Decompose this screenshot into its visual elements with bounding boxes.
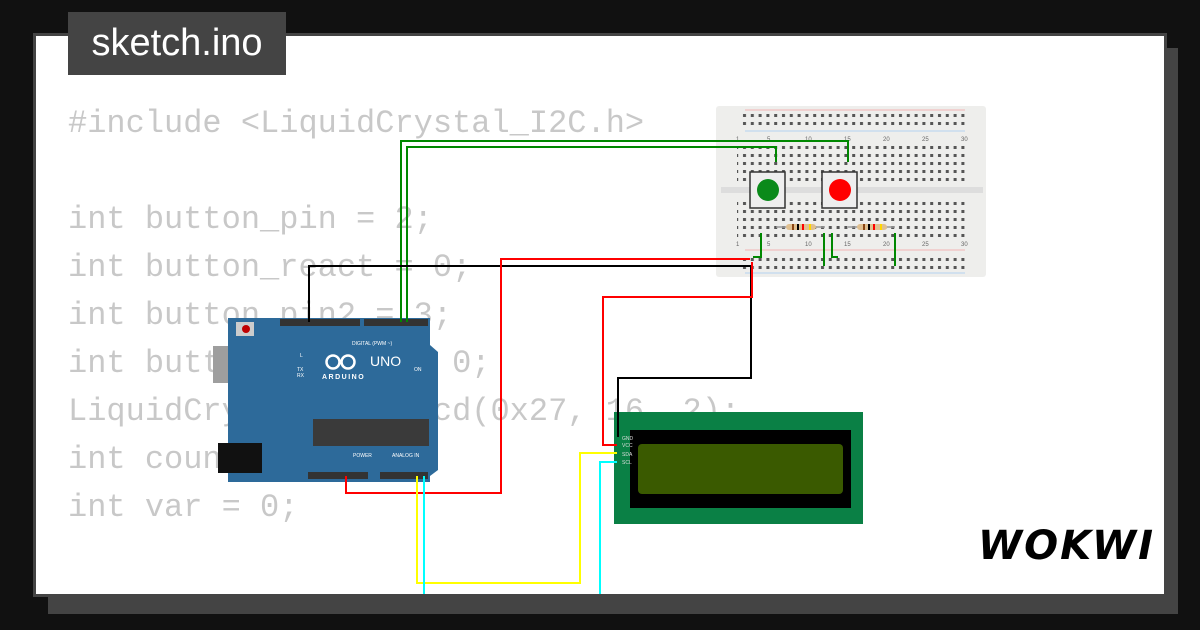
digital-header	[280, 319, 360, 326]
wire-green[interactable]	[400, 140, 849, 322]
analog-header	[380, 472, 428, 479]
bb-col-label: 20	[883, 137, 890, 143]
digital-label: DIGITAL (PWM ~)	[352, 341, 392, 347]
lcd-pin-vcc: VCC	[622, 443, 633, 449]
bb-col-label: 30	[961, 137, 968, 143]
lcd-pin-sda: SDA	[622, 452, 633, 458]
wire-black[interactable]	[308, 265, 752, 437]
wire-cyan[interactable]	[599, 461, 617, 594]
lcd-pin-scl: SCL	[622, 460, 632, 466]
arduino-uno[interactable]: DIGITAL (PWM ~) UNO ARDUINO ON POWER ANA…	[213, 318, 438, 482]
wokwi-logo: WOKWI	[978, 523, 1156, 569]
bb-col-label: 25	[922, 137, 929, 143]
led-label: L	[300, 353, 303, 359]
led-label: RX	[297, 373, 305, 379]
power-header	[308, 472, 368, 479]
power-label: POWER	[353, 453, 372, 459]
code-line: #include <LiquidCrystal_I2C.h>	[68, 105, 645, 142]
pushbutton-red[interactable]	[821, 171, 858, 209]
bb-col-label: 10	[805, 242, 812, 248]
lcd-1602-i2c[interactable]: GND VCC SDA SCL	[614, 412, 863, 524]
reset-button[interactable]	[242, 325, 250, 333]
wire-red[interactable]	[345, 258, 750, 494]
resistor[interactable]	[848, 224, 895, 230]
analog-label: ANALOG IN	[392, 453, 420, 459]
pushbutton-green[interactable]	[749, 171, 786, 209]
bb-col-label: 20	[883, 242, 890, 248]
wire-yellow[interactable]	[416, 452, 617, 584]
led-label: TX	[297, 367, 304, 373]
power-jack	[218, 443, 262, 473]
bb-col-label: 30	[961, 242, 968, 248]
bb-col-label: 5	[767, 242, 771, 248]
on-label: ON	[414, 367, 422, 373]
file-tab[interactable]: sketch.ino	[68, 12, 286, 75]
wire-red[interactable]	[602, 262, 753, 446]
digital-header	[364, 319, 428, 326]
breadboard-jumpers	[753, 233, 896, 266]
code-line: int button_react = 0;	[68, 249, 472, 286]
wire-green[interactable]	[406, 146, 777, 322]
bb-col-label: 1	[736, 242, 740, 248]
arduino-logo-icon	[325, 354, 356, 370]
arduino-label: ARDUINO	[322, 374, 365, 381]
resistor[interactable]	[776, 224, 825, 230]
code-line: int var = 0;	[68, 489, 299, 526]
uno-label: UNO	[370, 353, 401, 369]
bb-col-label: 15	[844, 242, 851, 248]
lcd-pin-gnd: GND	[622, 436, 634, 442]
bb-col-label: 25	[922, 242, 929, 248]
atmega-chip	[313, 419, 429, 446]
